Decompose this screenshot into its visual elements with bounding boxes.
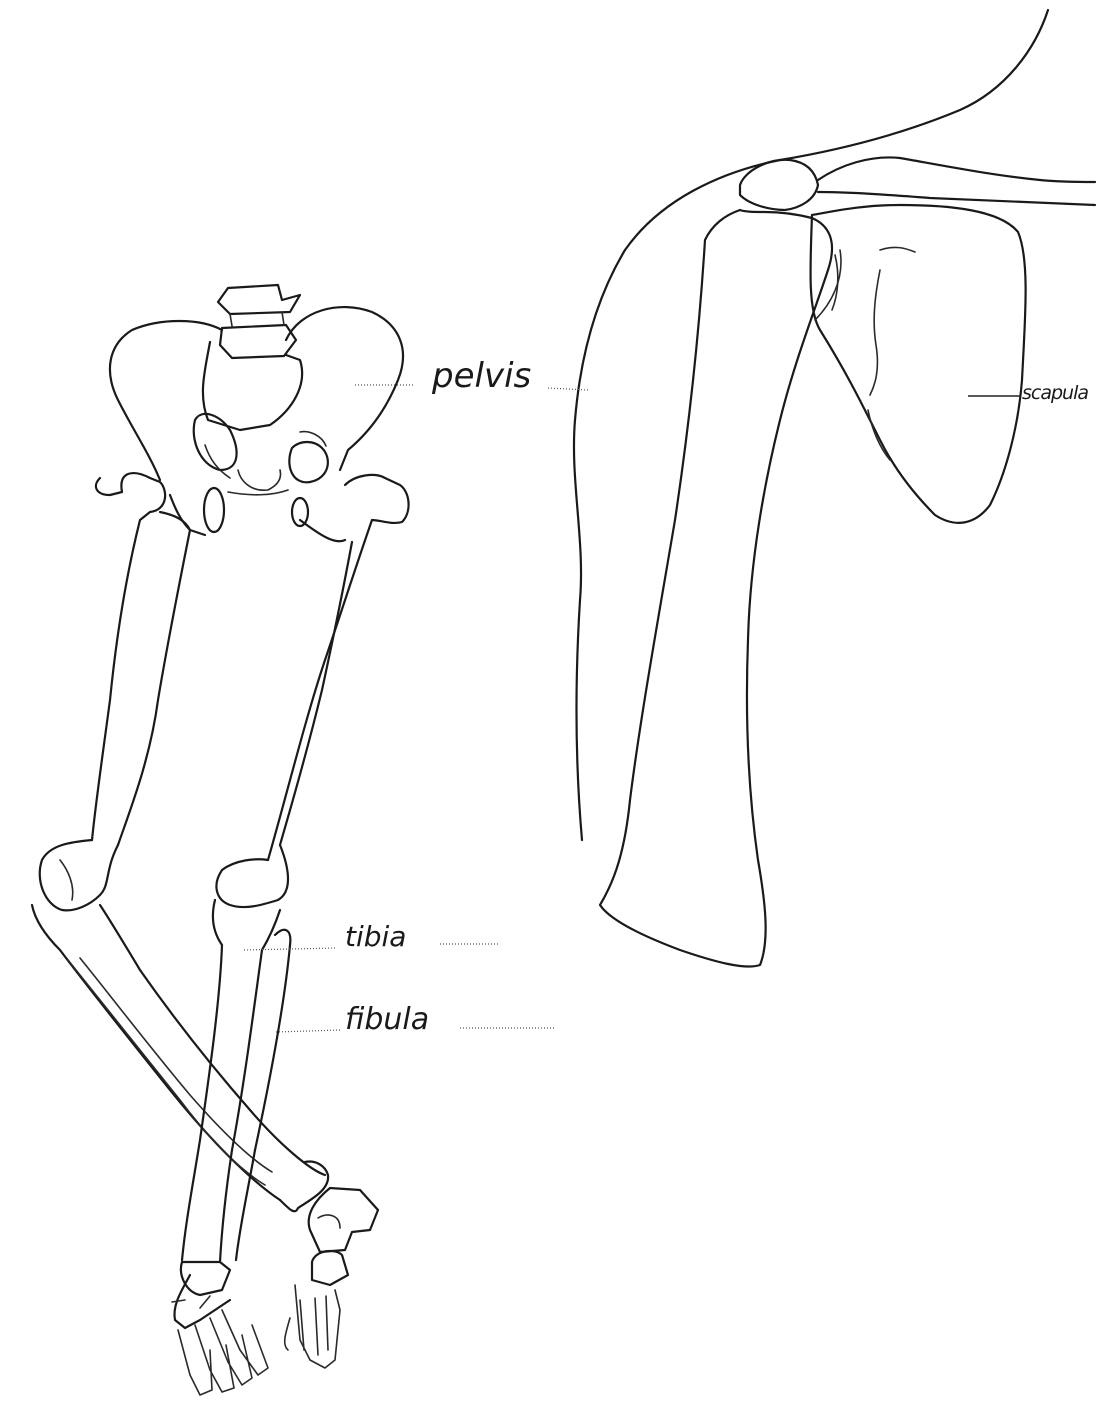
left-foot: [285, 1188, 378, 1368]
left-femur: [40, 473, 190, 910]
right-femur: [216, 475, 408, 907]
pelvis-bone: [110, 307, 403, 541]
clavicle-shoulder: [740, 157, 1095, 210]
lumbar-vertebrae: [218, 285, 300, 358]
humerus-bone: [600, 210, 841, 967]
left-shin: [32, 905, 328, 1211]
pelvis-label: pelvis: [432, 356, 531, 396]
pelvis-leader-right: [548, 388, 588, 390]
scapula-label: scapula: [1022, 382, 1088, 404]
fibula-label: fibula: [345, 1002, 429, 1037]
torso-outline: [574, 10, 1048, 840]
right-tibia-bone: [182, 900, 290, 1262]
scapula-bone: [810, 205, 1025, 523]
fibula-leader-left: [276, 1030, 340, 1032]
tibia-label: tibia: [345, 920, 406, 953]
right-foot: [172, 1262, 268, 1395]
